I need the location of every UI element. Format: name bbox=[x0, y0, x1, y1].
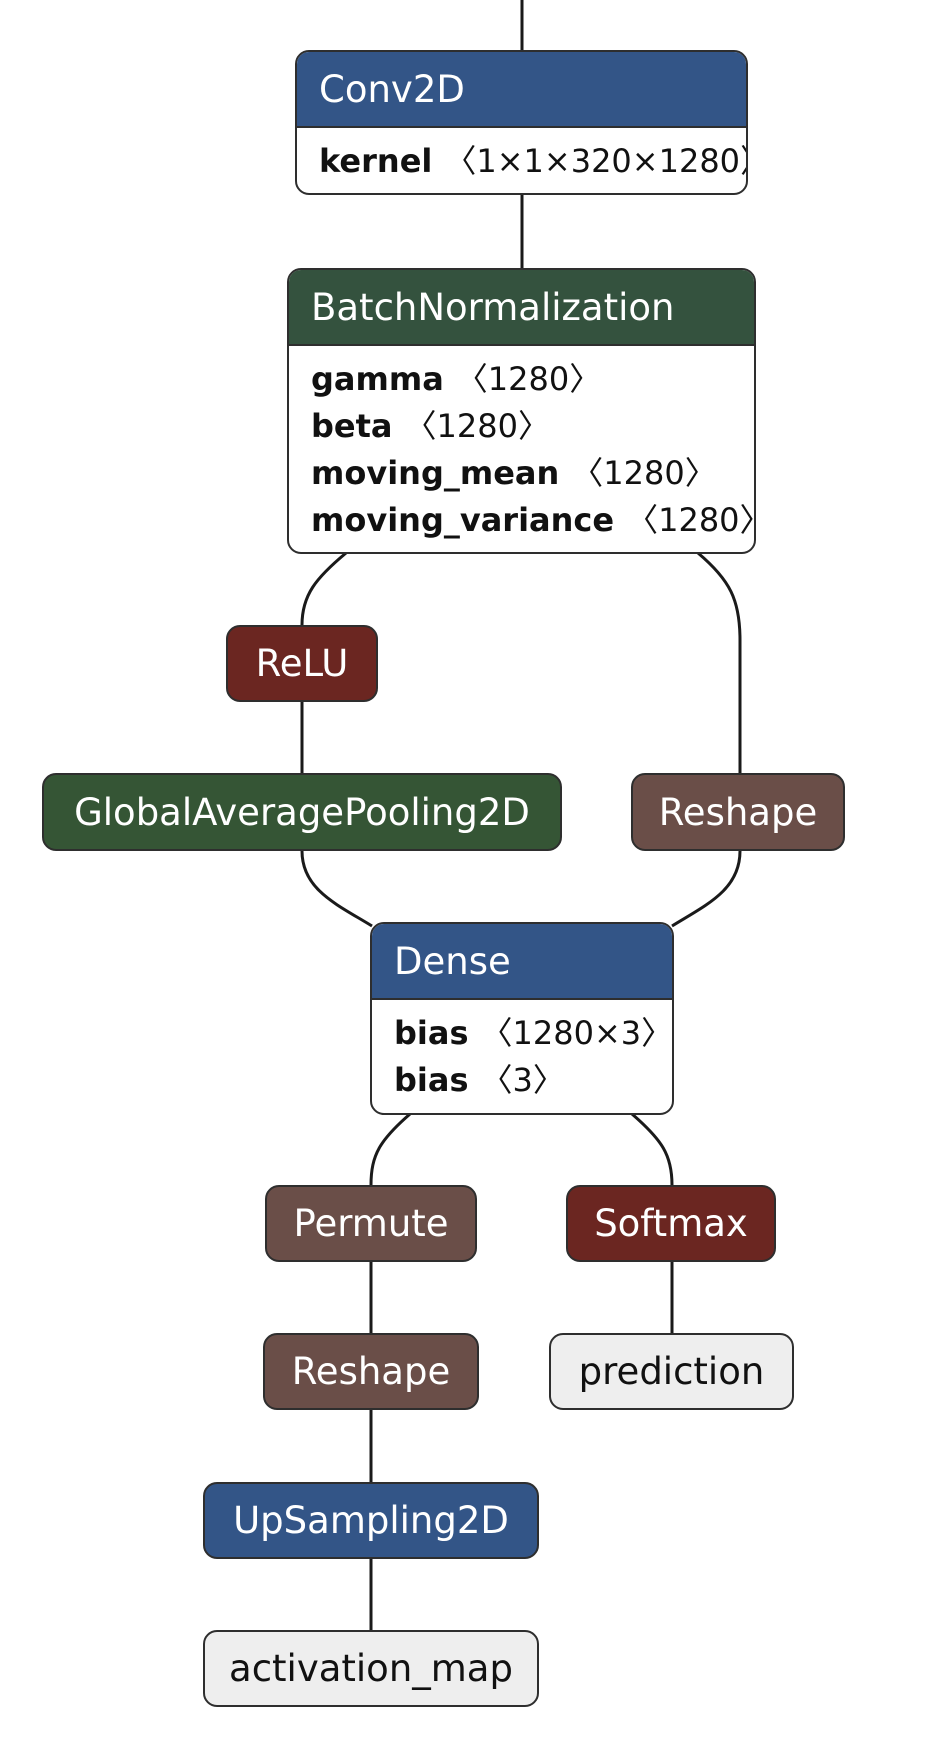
attr-row: moving_variance 〈1280〉 bbox=[311, 497, 754, 544]
node-reshape-2-title: Reshape bbox=[291, 1350, 451, 1393]
node-softmax-title: Softmax bbox=[594, 1202, 748, 1245]
attr-row: beta 〈1280〉 bbox=[311, 403, 754, 450]
node-upsampling-title: UpSampling2D bbox=[233, 1499, 509, 1542]
attr-name: kernel bbox=[319, 142, 433, 180]
edge-gap-dense bbox=[300, 850, 373, 928]
node-batchnorm-attrs: gamma 〈1280〉 beta 〈1280〉 moving_mean 〈1280〉… bbox=[289, 346, 754, 552]
attr-value: 〈1280〉 bbox=[455, 360, 602, 398]
node-reshape-1[interactable]: Reshape bbox=[631, 773, 845, 851]
edge-reshape-dense bbox=[671, 850, 742, 928]
edge-batchnorm-reshape bbox=[697, 551, 742, 773]
edge-dense-softmax bbox=[631, 1112, 674, 1186]
node-relu-title: ReLU bbox=[255, 642, 349, 685]
attr-value: 〈1280〉 bbox=[626, 501, 754, 539]
attr-value: 〈1280〉 bbox=[404, 407, 550, 445]
node-dense[interactable]: Dense bias 〈1280×3〉 bias 〈3〉 bbox=[370, 922, 674, 1115]
node-upsampling[interactable]: UpSampling2D bbox=[203, 1482, 539, 1559]
node-permute[interactable]: Permute bbox=[265, 1185, 477, 1262]
attr-name: bias bbox=[394, 1014, 469, 1052]
node-conv2d-attrs: kernel 〈1×1×320×1280〉 bbox=[297, 128, 746, 193]
node-output-prediction[interactable]: prediction bbox=[549, 1333, 794, 1410]
attr-name: beta bbox=[311, 407, 393, 445]
node-reshape-1-title: Reshape bbox=[658, 790, 818, 834]
attr-row: kernel 〈1×1×320×1280〉 bbox=[319, 138, 746, 185]
node-batchnorm-title: BatchNormalization bbox=[289, 270, 754, 346]
node-gap-title: GlobalAveragePooling2D bbox=[74, 790, 530, 834]
node-output-prediction-title: prediction bbox=[578, 1350, 765, 1393]
node-permute-title: Permute bbox=[293, 1202, 449, 1245]
node-dense-title: Dense bbox=[372, 924, 672, 1000]
edge-dense-permute bbox=[369, 1112, 411, 1186]
attr-value: 〈1280〉 bbox=[571, 454, 717, 492]
attr-row: bias 〈3〉 bbox=[394, 1057, 672, 1104]
attr-name: gamma bbox=[311, 360, 444, 398]
node-batchnorm[interactable]: BatchNormalization gamma 〈1280〉 beta 〈1280… bbox=[287, 268, 756, 554]
attr-name: moving_variance bbox=[311, 501, 615, 539]
attr-name: moving_mean bbox=[311, 454, 560, 492]
node-output-activation-map[interactable]: activation_map bbox=[203, 1630, 539, 1707]
attr-value: 〈1×1×320×1280〉 bbox=[444, 142, 748, 180]
attr-row: bias 〈1280×3〉 bbox=[394, 1010, 672, 1057]
node-dense-attrs: bias 〈1280×3〉 bias 〈3〉 bbox=[372, 1000, 672, 1112]
node-conv2d-title: Conv2D bbox=[297, 52, 746, 128]
attr-row: moving_mean 〈1280〉 bbox=[311, 450, 754, 497]
attr-value: 〈1280×3〉 bbox=[480, 1014, 674, 1052]
edge-batchnorm-relu bbox=[300, 551, 347, 626]
node-output-activation-map-title: activation_map bbox=[229, 1647, 513, 1690]
attr-row: gamma 〈1280〉 bbox=[311, 356, 754, 403]
node-conv2d[interactable]: Conv2D kernel 〈1×1×320×1280〉 bbox=[295, 50, 748, 195]
node-relu[interactable]: ReLU bbox=[226, 625, 378, 702]
node-gap[interactable]: GlobalAveragePooling2D bbox=[42, 773, 562, 851]
node-reshape-2[interactable]: Reshape bbox=[263, 1333, 479, 1410]
attr-name: bias bbox=[394, 1061, 469, 1099]
node-softmax[interactable]: Softmax bbox=[566, 1185, 776, 1262]
attr-value: 〈3〉 bbox=[480, 1061, 565, 1099]
